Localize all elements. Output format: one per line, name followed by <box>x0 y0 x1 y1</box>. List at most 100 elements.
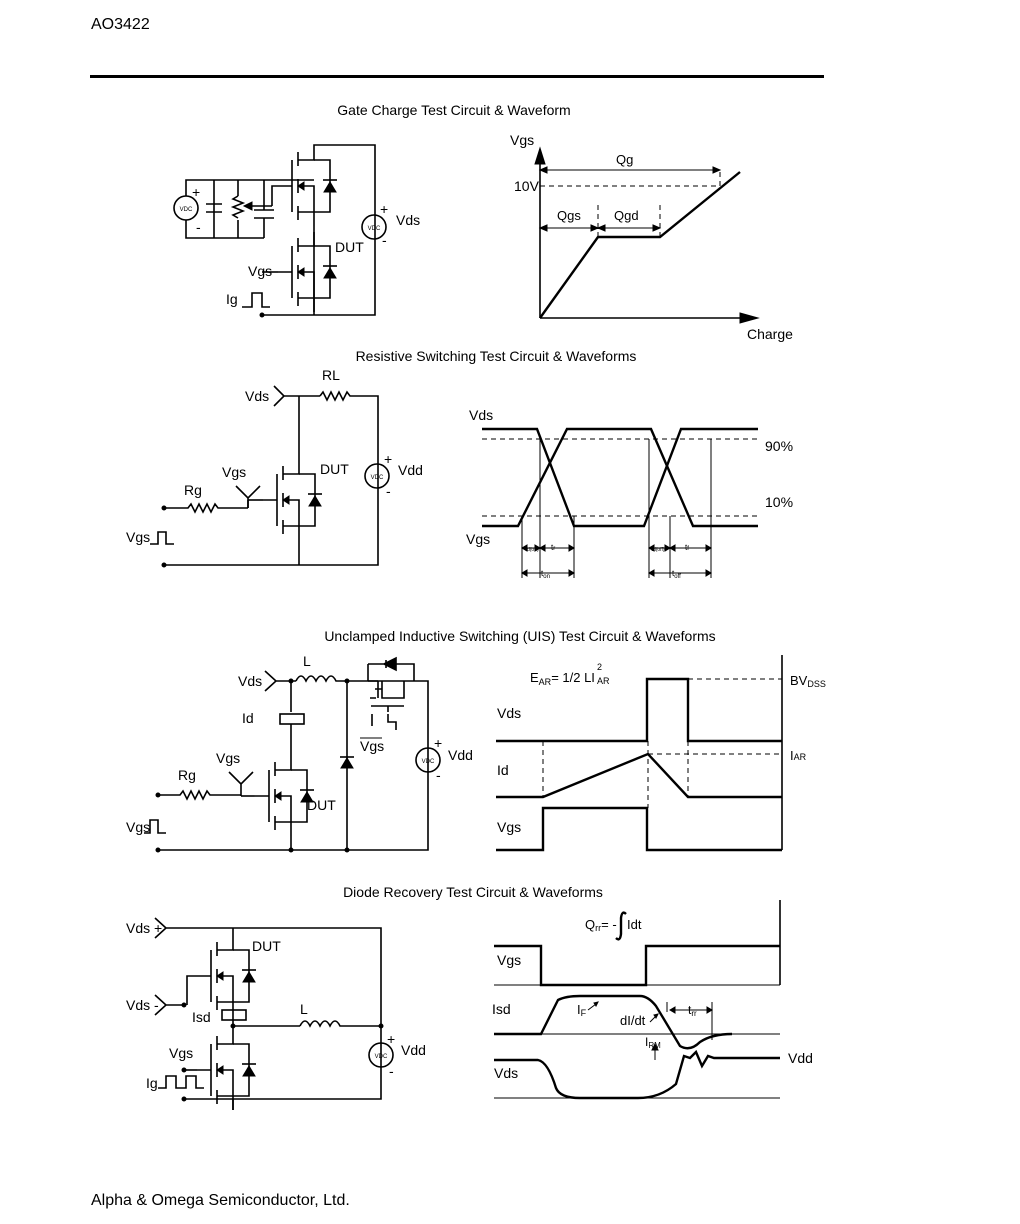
uis-plus: + <box>434 735 442 751</box>
svg-text:IRM: IRM <box>645 1035 661 1050</box>
gc-vdc-label: VDC <box>180 207 193 213</box>
gate-charge-title: Gate Charge Test Circuit & Waveform <box>337 102 570 118</box>
dr-minus: - <box>389 1063 394 1079</box>
dr-irm-sub: RM <box>648 1041 661 1050</box>
svg-text:EAR= 1/2 LI: EAR= 1/2 LI <box>530 670 595 687</box>
dr-irm-main: I <box>645 1035 648 1049</box>
uis-vdd-label: Vdd <box>448 747 473 763</box>
uis-ear-main: E <box>530 670 539 685</box>
dr-qrr-main: Q <box>585 917 595 932</box>
gate-charge-circuit: VDC + - VDC + - Vds DUT Vgs Ig <box>173 144 420 318</box>
company-footer: Alpha & Omega Semiconductor, Ltd. <box>91 1192 350 1209</box>
uis-id-label: Id <box>242 710 254 726</box>
svg-text:BVDSS: BVDSS <box>790 673 826 689</box>
uis-iar-main: I <box>790 748 794 763</box>
rs-tf-t: t <box>685 543 688 552</box>
gc-wave-qgd: Qgd <box>614 208 639 223</box>
rs-wave-90: 90% <box>765 438 793 454</box>
dr-vds-minus-label: Vds - <box>126 997 159 1013</box>
dr-isd-label: Isd <box>192 1009 211 1025</box>
dr-vdd-label: Vdd <box>401 1042 426 1058</box>
rs-tr-s: r <box>553 546 555 552</box>
rs-vgs-in-label: Vgs <box>126 529 150 545</box>
dr-vgs-label: Vgs <box>169 1045 193 1061</box>
rs-dut-label: DUT <box>320 461 349 477</box>
rs-td-off-s: d(off) <box>653 547 665 553</box>
dr-plus: + <box>387 1031 395 1047</box>
uis-ear-sup: 2 <box>597 662 602 672</box>
rs-tf-s: f <box>687 546 689 552</box>
uis-ear-eq: = 1/2 LI <box>551 670 595 685</box>
rs-ton-s: on <box>543 574 550 580</box>
resistive-waveform: Vds Vgs 90% 10% td(on) tr ton td(off) tf… <box>466 407 793 580</box>
uis-minus: - <box>436 767 441 783</box>
dr-qrr-int: Idt <box>627 917 642 932</box>
rs-vds-label: Vds <box>245 388 269 404</box>
rs-rg-label: Rg <box>184 482 202 498</box>
gc-vgs-label: Vgs <box>248 263 272 279</box>
uis-l-label: L <box>303 653 311 669</box>
dr-didt: dI/dt <box>620 1013 646 1028</box>
uis-wave-vds: Vds <box>497 705 521 721</box>
rs-plus: + <box>384 451 392 467</box>
gc-wave-10v: 10V <box>514 178 540 194</box>
dr-vdc-label: VDC <box>375 1054 388 1060</box>
uis-waveform: EAR= 1/2 LI 2 AR BVDSS IAR Vds Id Vgs <box>496 655 826 852</box>
dr-wave-isd: Isd <box>492 1001 511 1017</box>
rs-vgs-label: Vgs <box>222 464 246 480</box>
rs-minus: - <box>386 483 391 499</box>
rs-wave-10: 10% <box>765 494 793 510</box>
header-rule <box>90 75 824 78</box>
diode-circuit: VDC + - Vdd Vds + Vds - DUT Isd L Vgs Ig <box>126 917 426 1111</box>
dr-vds-plus-label: Vds + <box>126 920 162 936</box>
part-number: AO3422 <box>91 16 150 33</box>
svg-text:ton: ton <box>541 569 550 580</box>
uis-wave-id: Id <box>497 762 509 778</box>
gc-ig-label: Ig <box>226 291 238 307</box>
rs-toff-s: off <box>674 574 681 580</box>
dr-wave-vgs: Vgs <box>497 952 521 968</box>
svg-text:Qrr= -: Qrr= - <box>585 917 617 933</box>
svg-text:td(on): td(on) <box>525 546 539 553</box>
rs-wave-vds: Vds <box>469 407 493 423</box>
diode-title: Diode Recovery Test Circuit & Waveforms <box>343 884 603 900</box>
dr-wave-vds: Vds <box>494 1065 518 1081</box>
svg-text:tr: tr <box>551 543 555 552</box>
svg-text:IF: IF <box>577 1002 587 1018</box>
gc-wave-qgs: Qgs <box>557 208 581 223</box>
uis-rg-label: Rg <box>178 767 196 783</box>
gc-wave-y-label: Vgs <box>510 132 534 148</box>
uis-vgs-bar-label: Vgs <box>360 738 384 754</box>
dr-qrr-eq: = - <box>601 917 617 932</box>
uis-bvdss-sub: DSS <box>807 679 826 689</box>
uis-title: Unclamped Inductive Switching (UIS) Test… <box>324 628 715 644</box>
gc-wave-qg: Qg <box>616 152 633 167</box>
dr-trr-sub: rr <box>691 1009 697 1018</box>
rs-ton-t: t <box>541 569 544 578</box>
resistive-circuit: VDC + - Vdd Vds RL DUT Vgs Rg Vgs <box>126 367 423 568</box>
uis-circuit: VDC + - Vdd Vds L Id Vgs Vgs Rg DUT Vgs <box>126 653 473 853</box>
dr-wave-vdd: Vdd <box>788 1050 813 1066</box>
svg-text:tf: tf <box>685 543 689 552</box>
uis-ear-sub2: AR <box>597 676 610 686</box>
resistive-title: Resistive Switching Test Circuit & Wavef… <box>356 348 637 364</box>
dr-ig-label: Ig <box>146 1075 158 1091</box>
rs-vdd-label: Vdd <box>398 462 423 478</box>
uis-vgs-in-label: Vgs <box>126 819 150 835</box>
rs-tr-t: t <box>551 543 554 552</box>
uis-vgs-label: Vgs <box>216 750 240 766</box>
uis-dut-label: DUT <box>307 797 336 813</box>
uis-vdc-label: VDC <box>422 759 435 765</box>
uis-vds-label: Vds <box>238 673 262 689</box>
svg-text:trr: trr <box>688 1003 697 1018</box>
gc-plus-right: + <box>380 201 388 217</box>
gc-dut-label: DUT <box>335 239 364 255</box>
uis-bvdss-main: BV <box>790 673 808 688</box>
svg-text:IAR: IAR <box>790 748 807 763</box>
gc-wave-x-label: Charge <box>747 326 793 342</box>
svg-text:td(off): td(off) <box>651 546 665 553</box>
uis-wave-vgs: Vgs <box>497 819 521 835</box>
dr-l-label: L <box>300 1001 308 1017</box>
uis-iar-sub: AR <box>794 752 807 762</box>
